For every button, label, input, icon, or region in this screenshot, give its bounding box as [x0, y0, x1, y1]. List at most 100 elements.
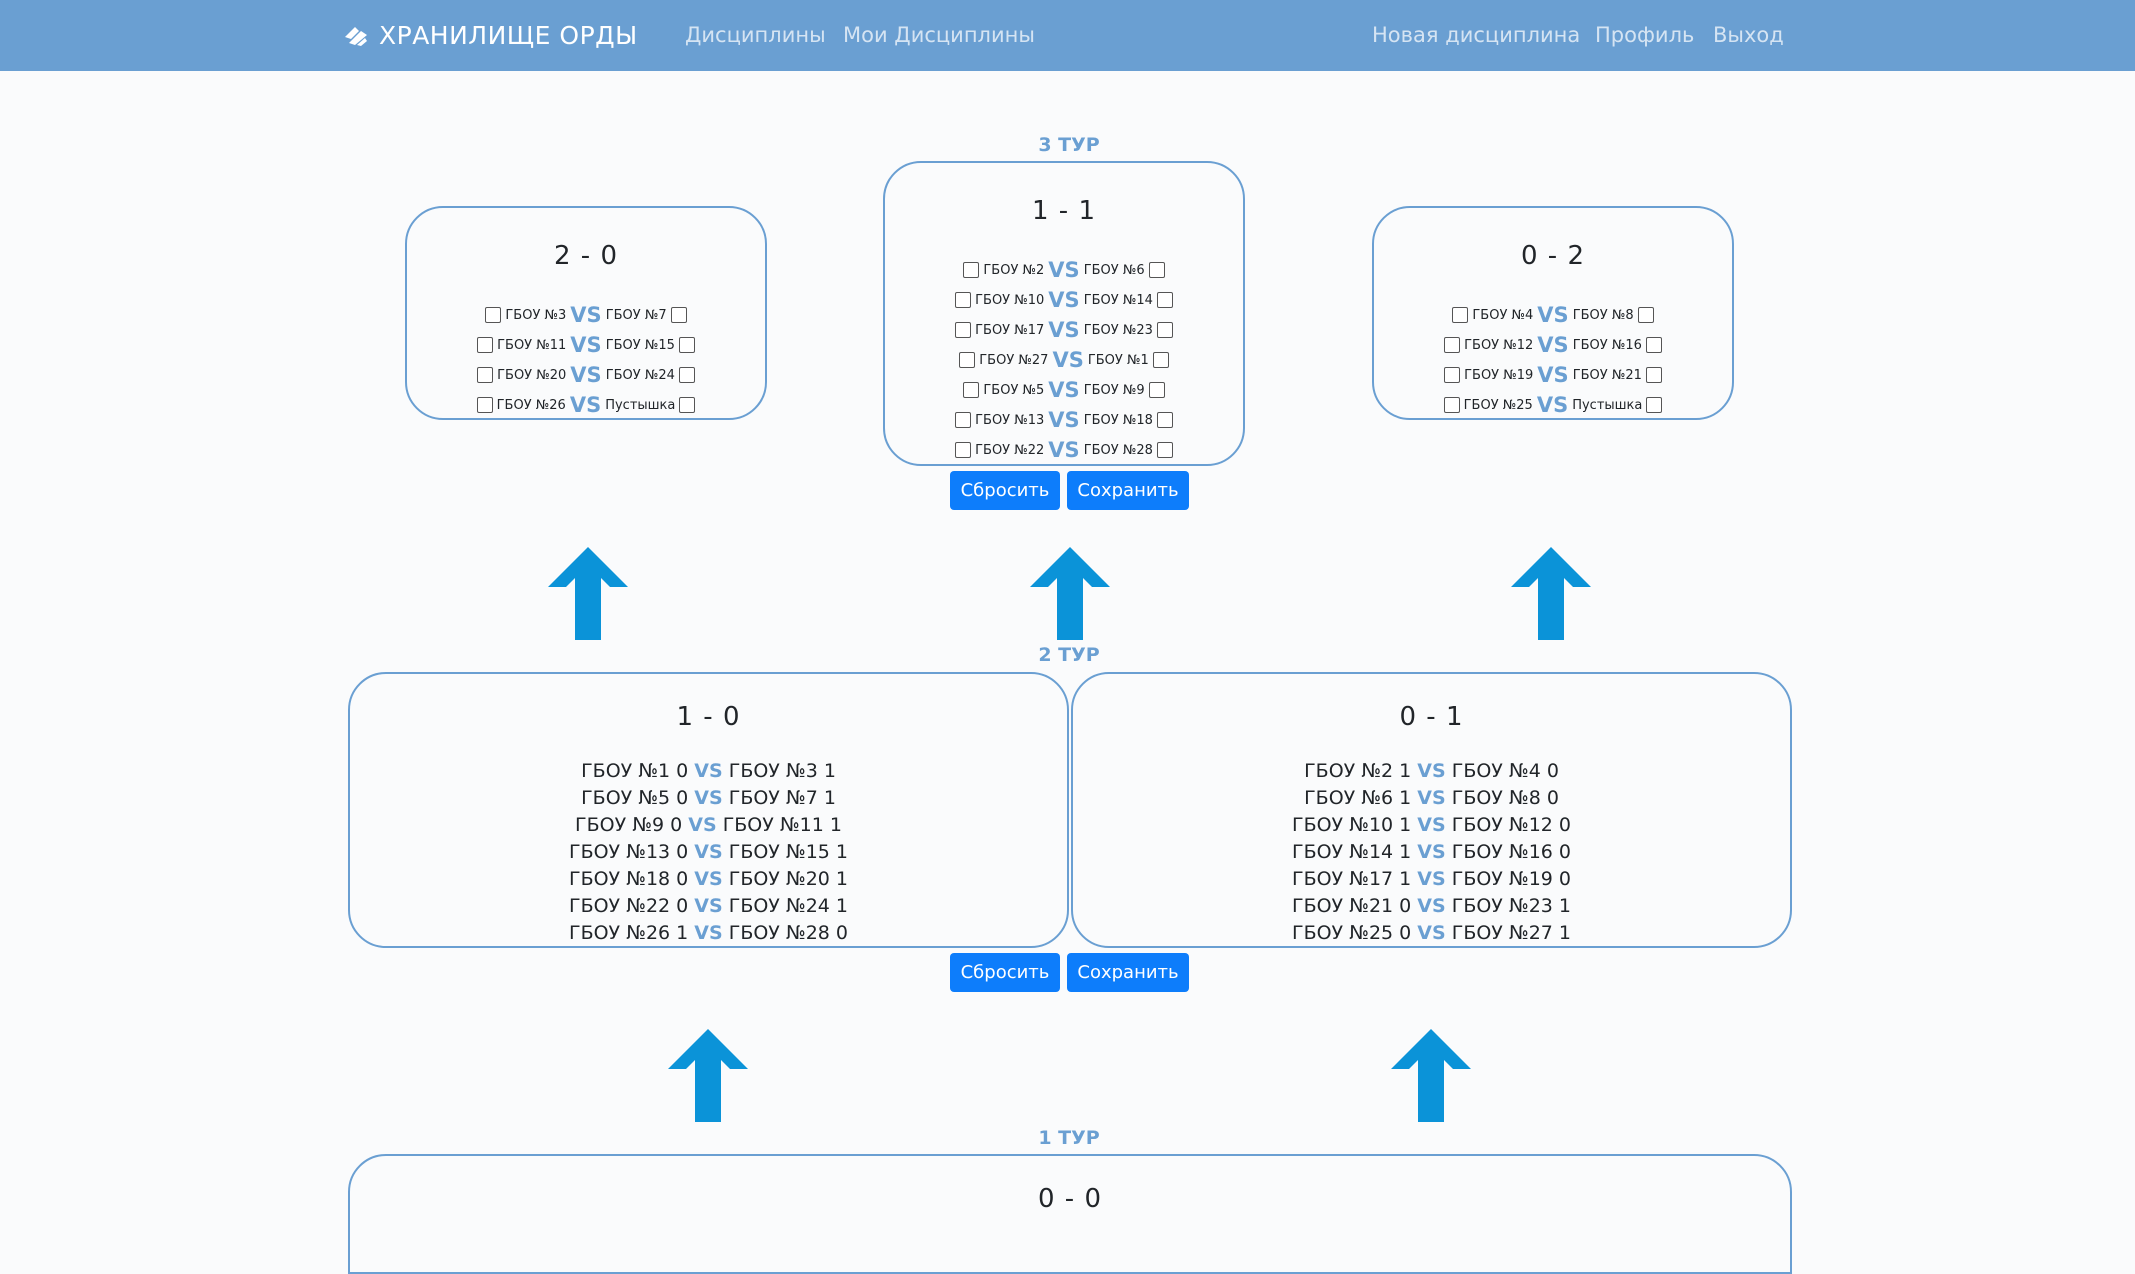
- nav-new-discipline[interactable]: Новая дисциплина: [1372, 23, 1581, 47]
- match-row: ГБОУ №6 1 VS ГБОУ №8 0: [1073, 785, 1790, 812]
- team-left: ГБОУ №10: [975, 292, 1045, 308]
- team-right: ГБОУ №9: [1083, 382, 1145, 398]
- navbar: ХРАНИЛИЩЕ ОРДЫ Дисциплины Мои Дисциплины…: [0, 0, 2135, 71]
- match-left-checkbox[interactable]: [955, 322, 972, 338]
- round2-save-button[interactable]: Сохранить: [1067, 953, 1189, 992]
- match-left-checkbox[interactable]: [1444, 337, 1461, 353]
- team-right: ГБОУ №15: [605, 337, 675, 353]
- match-right-checkbox[interactable]: [678, 337, 695, 353]
- match-row: ГБОУ №22 VS ГБОУ №28: [885, 435, 1243, 464]
- vs-label: VS: [1537, 303, 1569, 327]
- arrow-up-icon: [1030, 547, 1110, 640]
- team-left: ГБОУ №10 1: [1291, 814, 1412, 836]
- arrow-up-icon: [1391, 1029, 1471, 1122]
- team-left: ГБОУ №17 1: [1291, 868, 1412, 890]
- match-left-checkbox[interactable]: [963, 262, 980, 278]
- match-row: ГБОУ №17 1 VS ГБОУ №19 0: [1073, 866, 1790, 893]
- team-left: ГБОУ №4: [1472, 307, 1534, 323]
- vs-label: VS: [1048, 438, 1080, 462]
- match-right-checkbox[interactable]: [1646, 397, 1663, 413]
- match-row: ГБОУ №17 VS ГБОУ №23: [885, 315, 1243, 345]
- team-right: Пустышка: [1572, 397, 1643, 413]
- nav-disciplines[interactable]: Дисциплины: [685, 23, 826, 47]
- team-left: ГБОУ №9 0: [575, 814, 683, 836]
- match-left-checkbox[interactable]: [963, 382, 980, 398]
- match-row: ГБОУ №26 1 VS ГБОУ №28 0: [350, 920, 1067, 946]
- match-left-checkbox[interactable]: [1452, 307, 1469, 323]
- match-list: ГБОУ №2 1 VS ГБОУ №4 0 ГБОУ №6 1 VS ГБОУ…: [1073, 758, 1790, 946]
- nav-my-disciplines[interactable]: Мои Дисциплины: [843, 23, 1035, 47]
- match-row: ГБОУ №25 0 VS ГБОУ №27 1: [1073, 920, 1790, 946]
- team-right: ГБОУ №15 1: [728, 841, 848, 863]
- match-left-checkbox[interactable]: [1444, 367, 1461, 383]
- team-left: ГБОУ №22 0: [568, 895, 689, 917]
- match-row: ГБОУ №5 0 VS ГБОУ №7 1: [350, 785, 1067, 812]
- match-row: ГБОУ №2 VS ГБОУ №6: [885, 255, 1243, 285]
- round3-save-button[interactable]: Сохранить: [1067, 471, 1189, 510]
- match-row: ГБОУ №3 VS ГБОУ №7: [407, 300, 765, 330]
- match-row: ГБОУ №9 0 VS ГБОУ №11 1: [350, 812, 1067, 839]
- match-left-checkbox[interactable]: [485, 307, 502, 323]
- team-right: ГБОУ №16 0: [1451, 841, 1571, 863]
- match-left-checkbox[interactable]: [477, 337, 494, 353]
- vs-label: VS: [1536, 393, 1569, 417]
- team-left: ГБОУ №3: [505, 307, 567, 323]
- team-right: ГБОУ №16: [1572, 337, 1642, 353]
- team-right: ГБОУ №1: [1087, 352, 1149, 368]
- brand-title: ХРАНИЛИЩЕ ОРДЫ: [379, 21, 638, 50]
- match-right-checkbox[interactable]: [679, 397, 696, 413]
- match-right-checkbox[interactable]: [1152, 352, 1169, 368]
- team-left: ГБОУ №5: [983, 382, 1045, 398]
- match-right-checkbox[interactable]: [1148, 262, 1165, 278]
- brand-link[interactable]: ХРАНИЛИЩЕ ОРДЫ: [343, 0, 638, 71]
- match-left-checkbox[interactable]: [476, 397, 493, 413]
- group-score: 0 - 2: [1521, 241, 1585, 271]
- match-right-checkbox[interactable]: [1156, 322, 1173, 338]
- match-left-checkbox[interactable]: [955, 442, 972, 458]
- vs-label: VS: [1537, 333, 1569, 357]
- vs-label: VS: [1048, 408, 1080, 432]
- team-left: ГБОУ №1 0: [581, 760, 689, 782]
- round3-reset-button[interactable]: Сбросить: [950, 471, 1060, 510]
- match-right-checkbox[interactable]: [1156, 412, 1173, 428]
- match-list: ГБОУ №4 VS ГБОУ №8 ГБОУ №12 VS ГБОУ №16 …: [1374, 300, 1732, 418]
- team-left: ГБОУ №19: [1464, 367, 1534, 383]
- match-left-checkbox[interactable]: [477, 367, 494, 383]
- match-right-checkbox[interactable]: [678, 367, 695, 383]
- match-left-checkbox[interactable]: [1443, 397, 1460, 413]
- match-left-checkbox[interactable]: [955, 412, 972, 428]
- team-right: ГБОУ №7: [605, 307, 667, 323]
- match-left-checkbox[interactable]: [959, 352, 976, 368]
- team-right: ГБОУ №24 1: [728, 895, 848, 917]
- match-right-checkbox[interactable]: [1156, 442, 1173, 458]
- match-row: ГБОУ №25 VS Пустышка: [1374, 390, 1732, 418]
- team-right: ГБОУ №14: [1083, 292, 1153, 308]
- match-row: ГБОУ №5 VS ГБОУ №9: [885, 375, 1243, 405]
- team-right: ГБОУ №23 1: [1451, 895, 1571, 917]
- match-row: ГБОУ №27 VS ГБОУ №1: [885, 345, 1243, 375]
- match-right-checkbox[interactable]: [670, 307, 687, 323]
- match-row: ГБОУ №26 VS Пустышка: [407, 390, 765, 418]
- vs-label: VS: [1048, 378, 1080, 402]
- nav-profile[interactable]: Профиль: [1595, 23, 1695, 47]
- team-right: ГБОУ №19 0: [1451, 868, 1571, 890]
- team-right: ГБОУ №12 0: [1451, 814, 1571, 836]
- match-left-checkbox[interactable]: [955, 292, 972, 308]
- match-right-checkbox[interactable]: [1148, 382, 1165, 398]
- match-right-checkbox[interactable]: [1156, 292, 1173, 308]
- match-right-checkbox[interactable]: [1645, 367, 1662, 383]
- team-left: ГБОУ №12: [1464, 337, 1534, 353]
- match-right-checkbox[interactable]: [1645, 337, 1662, 353]
- team-left: ГБОУ №13: [975, 412, 1045, 428]
- nav-logout[interactable]: Выход: [1713, 23, 1784, 47]
- vs-label: VS: [1417, 841, 1446, 863]
- team-left: ГБОУ №25 0: [1291, 922, 1412, 944]
- arrow-up-icon: [1511, 547, 1591, 640]
- team-right: Пустышка: [605, 397, 676, 413]
- round2-reset-button[interactable]: Сбросить: [950, 953, 1060, 992]
- match-right-checkbox[interactable]: [1637, 307, 1654, 323]
- vs-label: VS: [694, 760, 723, 782]
- vs-label: VS: [570, 333, 602, 357]
- match-row: ГБОУ №4 VS ГБОУ №8: [1374, 300, 1732, 330]
- team-right: ГБОУ №20 1: [728, 868, 848, 890]
